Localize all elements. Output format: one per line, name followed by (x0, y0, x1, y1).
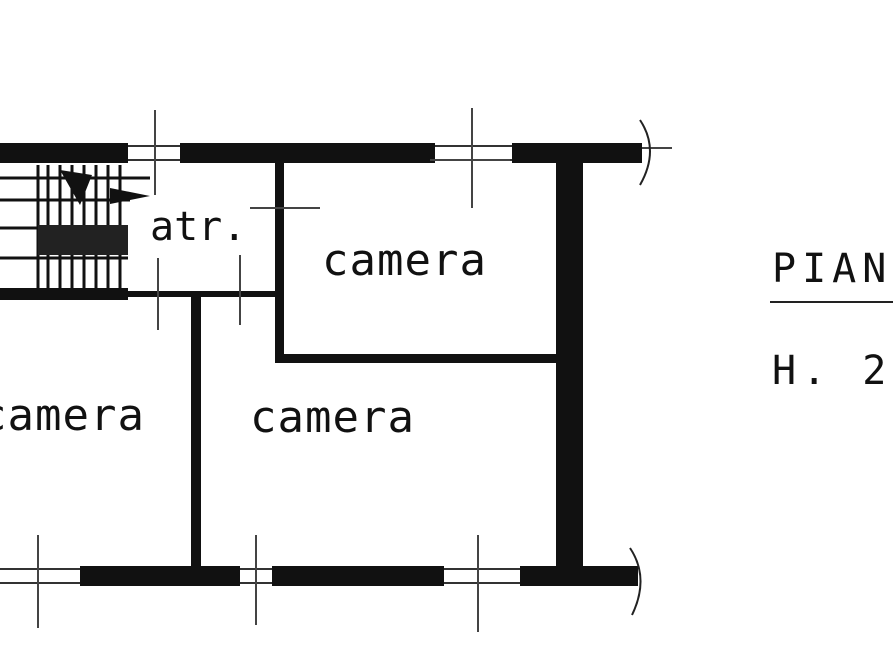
top-wall-mid (180, 143, 435, 163)
atrio-bottom (128, 291, 278, 297)
dimension-ticks (37, 108, 672, 632)
right-wall (556, 160, 583, 580)
break-marks (629, 119, 651, 616)
bottom-wall-mid (272, 566, 444, 586)
room-label-camera-center: camera (250, 392, 415, 443)
partition-top-camera-bottom (275, 354, 558, 363)
bottom-wall-left (80, 566, 240, 586)
plan-title: PIAN (772, 246, 892, 292)
walls (0, 143, 642, 586)
room-label-camera-top: camera (322, 235, 487, 286)
windows (0, 145, 520, 584)
room-label-camera-left: camera (0, 390, 145, 441)
plan-height: H. 2 (772, 348, 892, 394)
top-wall-left (0, 143, 128, 163)
stair-bottom-wall (0, 288, 128, 300)
room-label-atrio: atr. (150, 204, 246, 250)
stair-arrow-icon (60, 170, 150, 205)
stair-landing-block (38, 225, 128, 255)
top-wall-right (512, 143, 642, 163)
partition-bedrooms (191, 296, 201, 568)
partition-top-camera-left (275, 163, 284, 363)
